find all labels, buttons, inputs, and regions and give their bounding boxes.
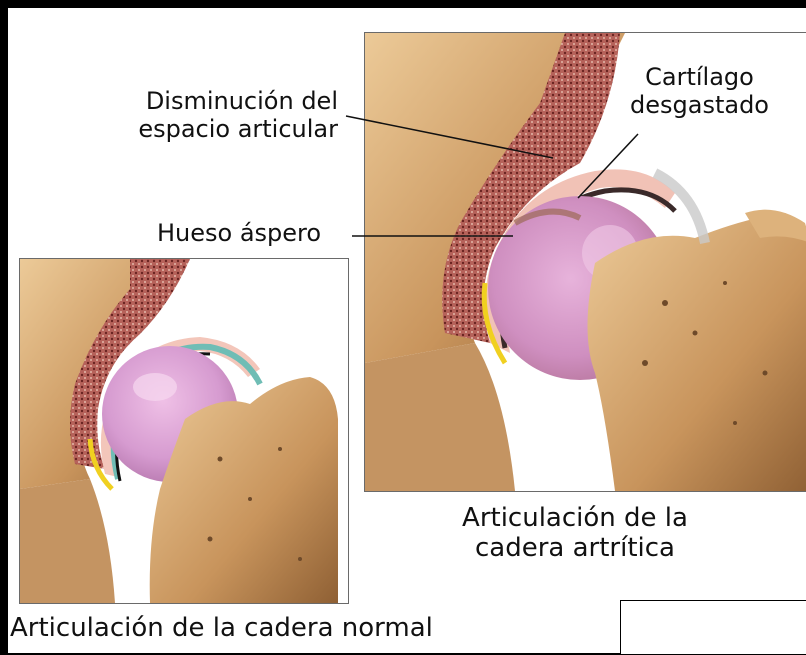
caption-arthritic-line2: cadera artrítica (442, 534, 708, 564)
caption-normal-hip: Articulación de la cadera normal (10, 614, 433, 644)
label-rough-bone: Hueso áspero (157, 220, 321, 248)
label-worn-cartilage: Cartílago desgastado (630, 64, 769, 119)
label-worn-cartilage-line1: Cartílago (630, 64, 769, 92)
label-worn-cartilage-line2: desgastado (630, 92, 769, 120)
leader-line-space (346, 116, 553, 158)
empty-box (620, 600, 806, 655)
caption-arthritic-hip: Articulación de la cadera artrítica (442, 504, 708, 564)
label-joint-space: Disminución del espacio articular (138, 88, 338, 143)
caption-arthritic-line1: Articulación de la (442, 504, 708, 534)
figure-frame: Disminución del espacio articular Cartíl… (8, 8, 806, 653)
label-joint-space-line2: espacio articular (138, 116, 338, 144)
leader-line-cartilage (578, 134, 638, 198)
label-joint-space-line1: Disminución del (138, 88, 338, 116)
